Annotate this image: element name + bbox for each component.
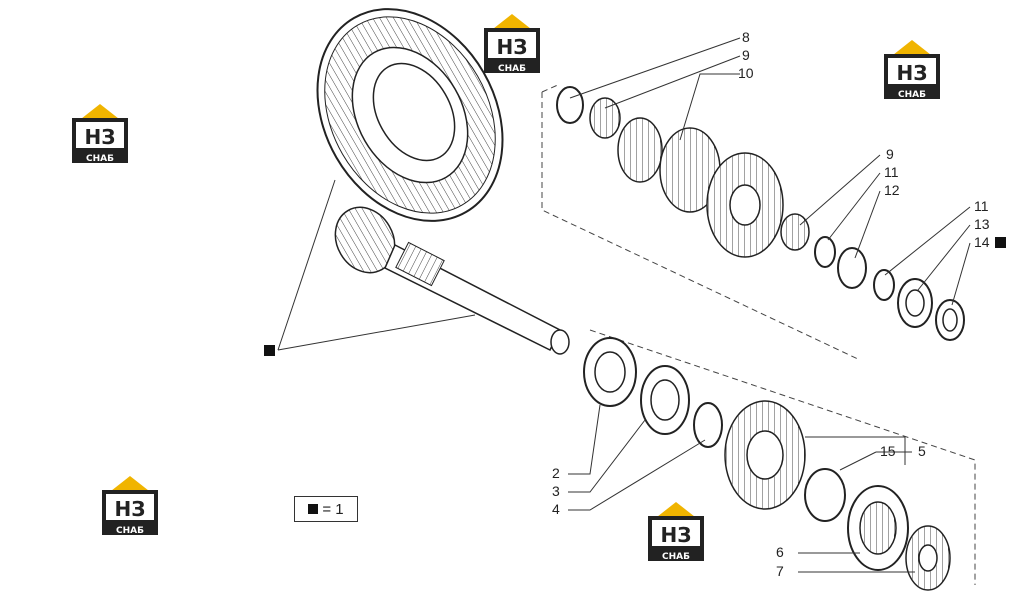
svg-text:СНАБ: СНАБ	[116, 526, 144, 536]
callout-6: 6	[776, 544, 784, 560]
callout-11-upper: 11	[884, 164, 899, 180]
svg-text:СНАБ: СНАБ	[86, 154, 114, 164]
marker-square-shaft	[264, 345, 275, 356]
callout-8: 8	[742, 29, 750, 45]
assembly-outline-lower	[589, 329, 976, 585]
callout-10: 10	[738, 65, 754, 81]
callout-5: 5	[918, 443, 926, 459]
watermark-logo: НЗ СНАБ	[96, 472, 164, 536]
watermark-logo: НЗ СНАБ	[478, 10, 546, 74]
svg-text:НЗ: НЗ	[85, 125, 116, 149]
watermark-logo: НЗ СНАБ	[66, 100, 134, 164]
callout-9-right: 9	[886, 146, 894, 162]
legend-square-icon	[308, 504, 319, 514]
svg-text:НЗ: НЗ	[115, 497, 146, 521]
assembly-outline-upper	[541, 92, 861, 361]
leader-lines	[277, 37, 971, 573]
callout-13: 13	[974, 216, 990, 232]
callout-3: 3	[552, 483, 560, 499]
callout-15: 15	[880, 443, 896, 459]
upper-right-parts	[780, 213, 965, 341]
callout-4: 4	[552, 501, 560, 517]
svg-text:СНАБ: СНАБ	[498, 64, 526, 74]
callout-9-upper: 9	[742, 47, 750, 63]
watermark-logo: НЗ СНАБ	[642, 498, 710, 562]
assembly-outline-top	[541, 83, 561, 93]
lower-parts	[583, 337, 951, 591]
marker-square-14	[995, 237, 1006, 248]
crown-gear	[316, 8, 504, 222]
watermark-logo: НЗ СНАБ	[878, 36, 946, 100]
upper-gear-cluster	[556, 86, 784, 258]
svg-text:НЗ: НЗ	[497, 35, 528, 59]
callout-2: 2	[552, 465, 560, 481]
callout-11-right: 11	[974, 198, 989, 214]
legend: = 1	[294, 496, 358, 522]
legend-text: = 1	[322, 500, 344, 518]
pinion-shaft	[334, 206, 570, 355]
callout-7: 7	[776, 563, 784, 579]
svg-text:НЗ: НЗ	[661, 523, 692, 547]
svg-text:СНАБ: СНАБ	[662, 552, 690, 562]
svg-text:НЗ: НЗ	[897, 61, 928, 85]
callout-14: 14	[974, 234, 990, 250]
svg-text:СНАБ: СНАБ	[898, 90, 926, 100]
callout-12: 12	[884, 182, 900, 198]
